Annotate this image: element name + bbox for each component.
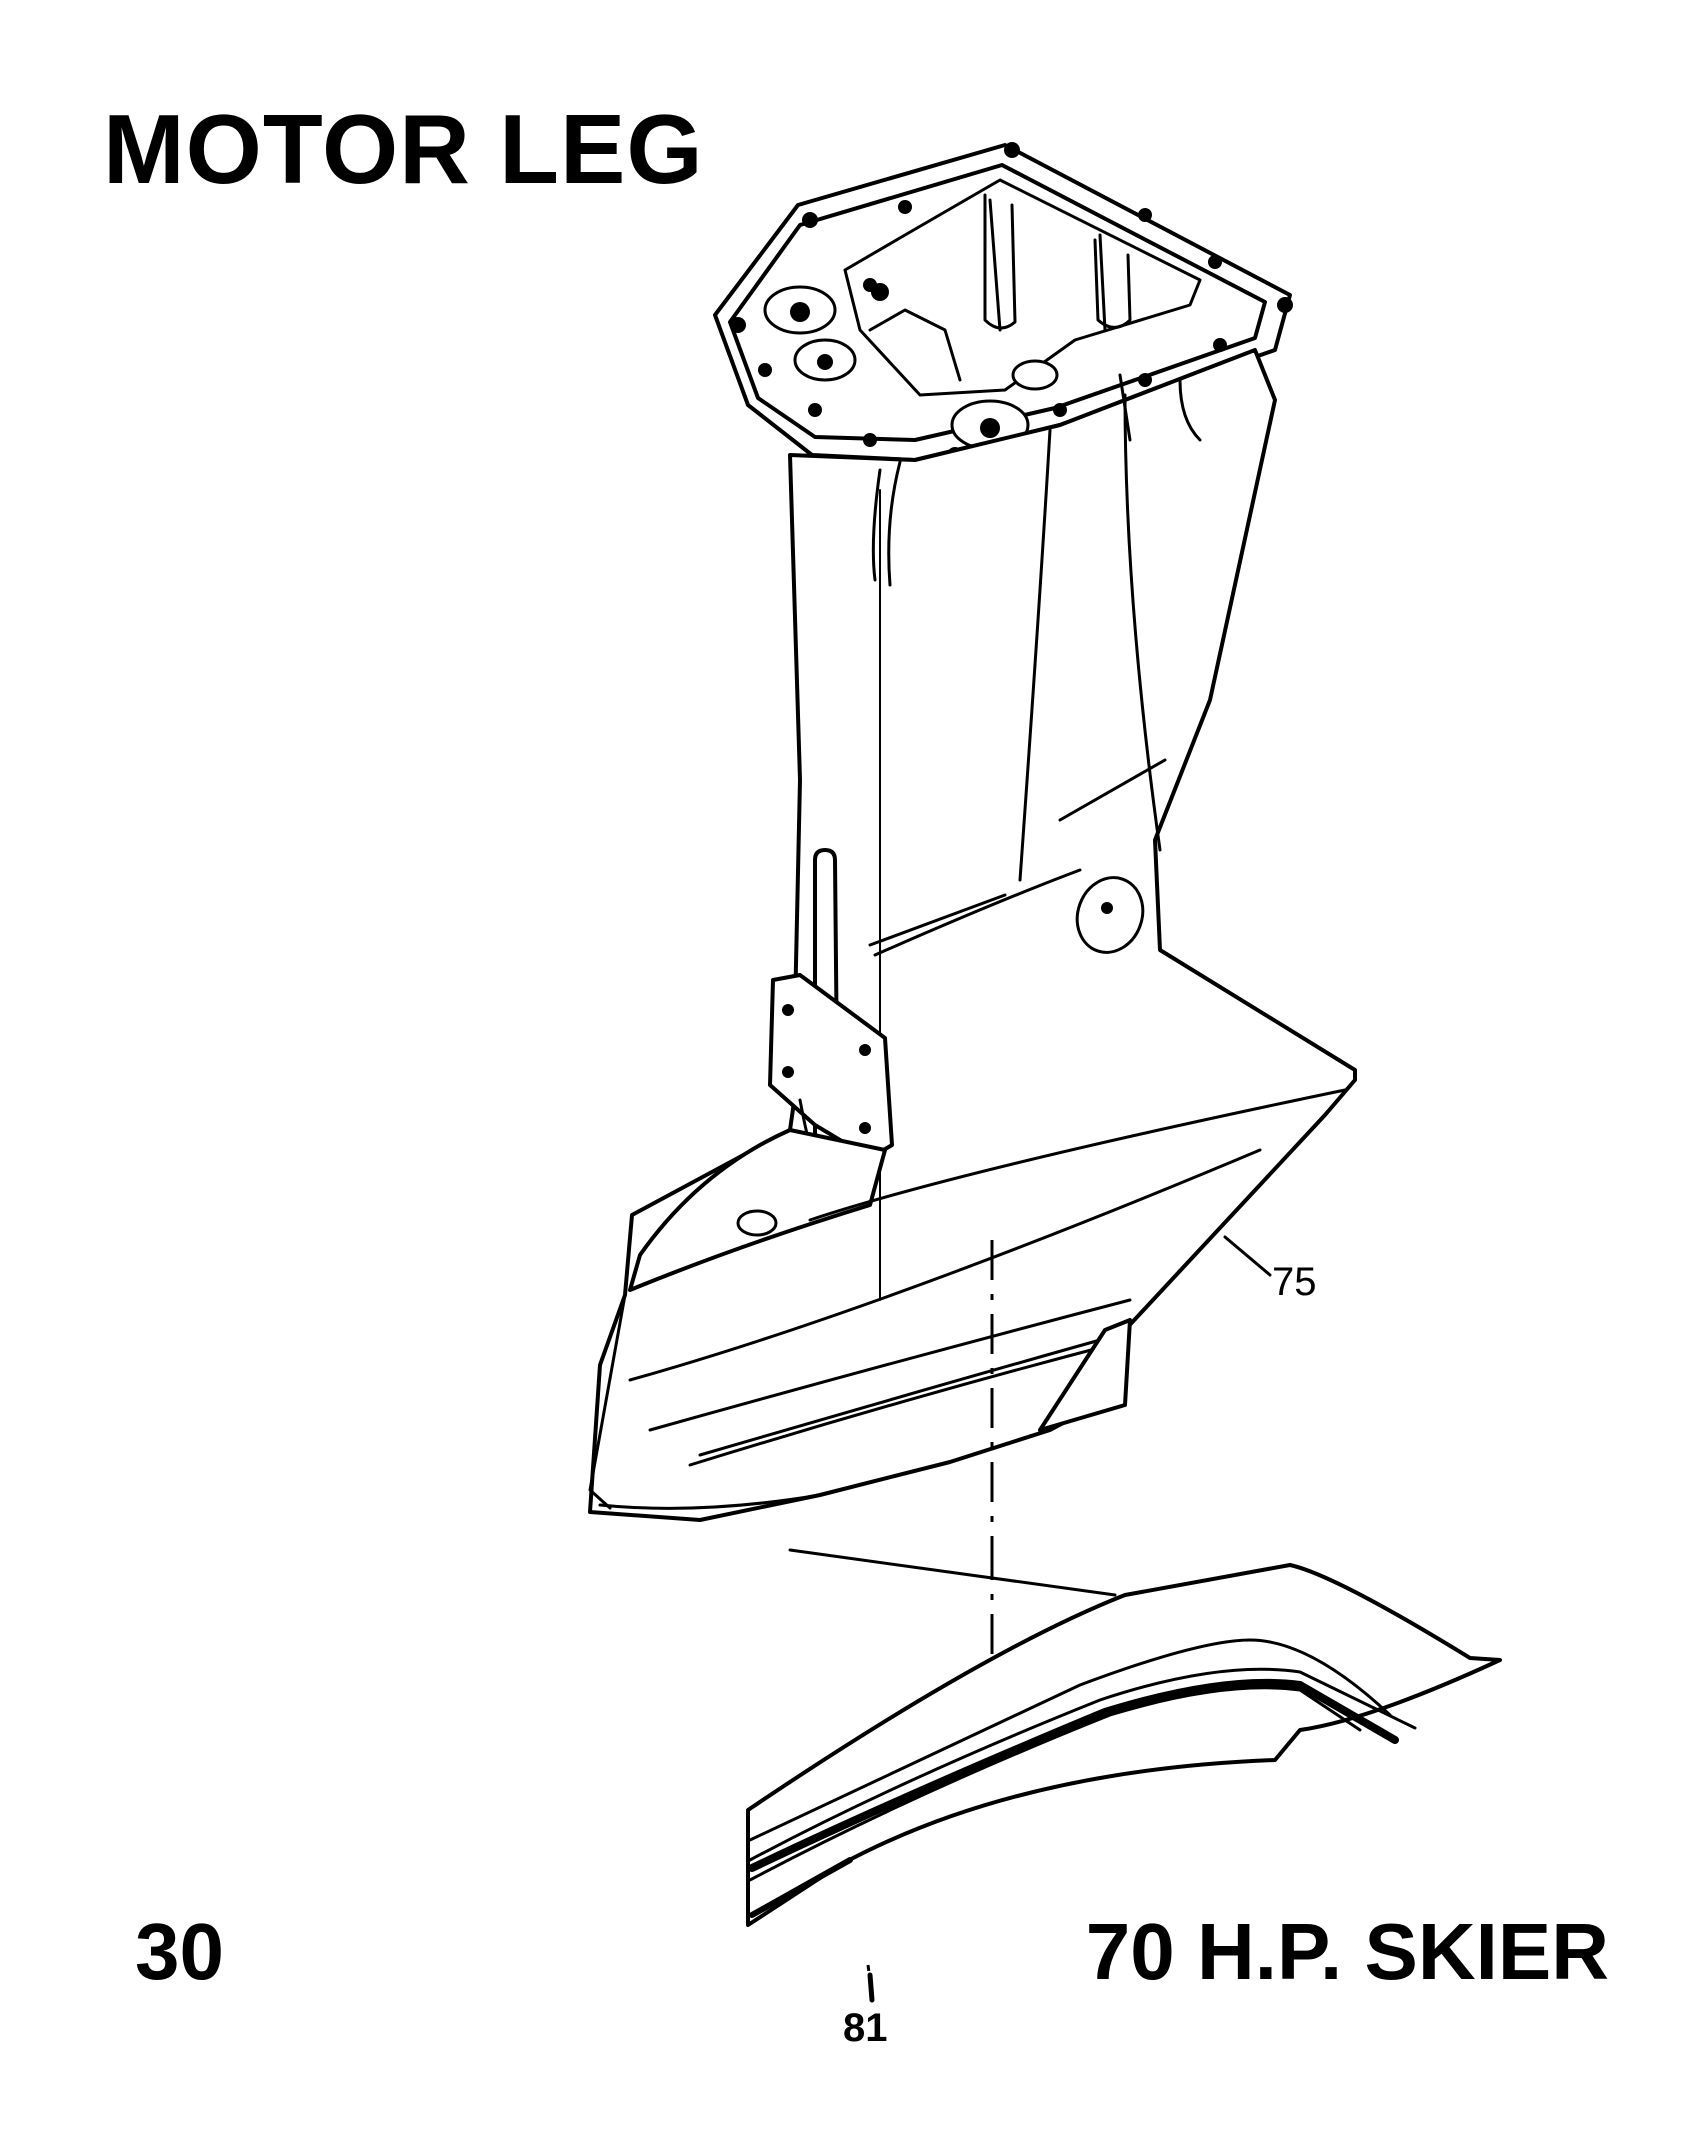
leader-line-75	[1223, 1235, 1272, 1277]
model-name: 70 H.P. SKIER	[1085, 1907, 1609, 1996]
motor-leg-housing	[588, 142, 1357, 1540]
page-number: 30	[135, 1907, 224, 1996]
callout-81: 81	[843, 2006, 888, 2050]
decal-strip	[746, 1548, 1502, 1927]
page-title: MOTOR LEG	[103, 94, 704, 204]
callout-75: 75	[1272, 1260, 1317, 1304]
